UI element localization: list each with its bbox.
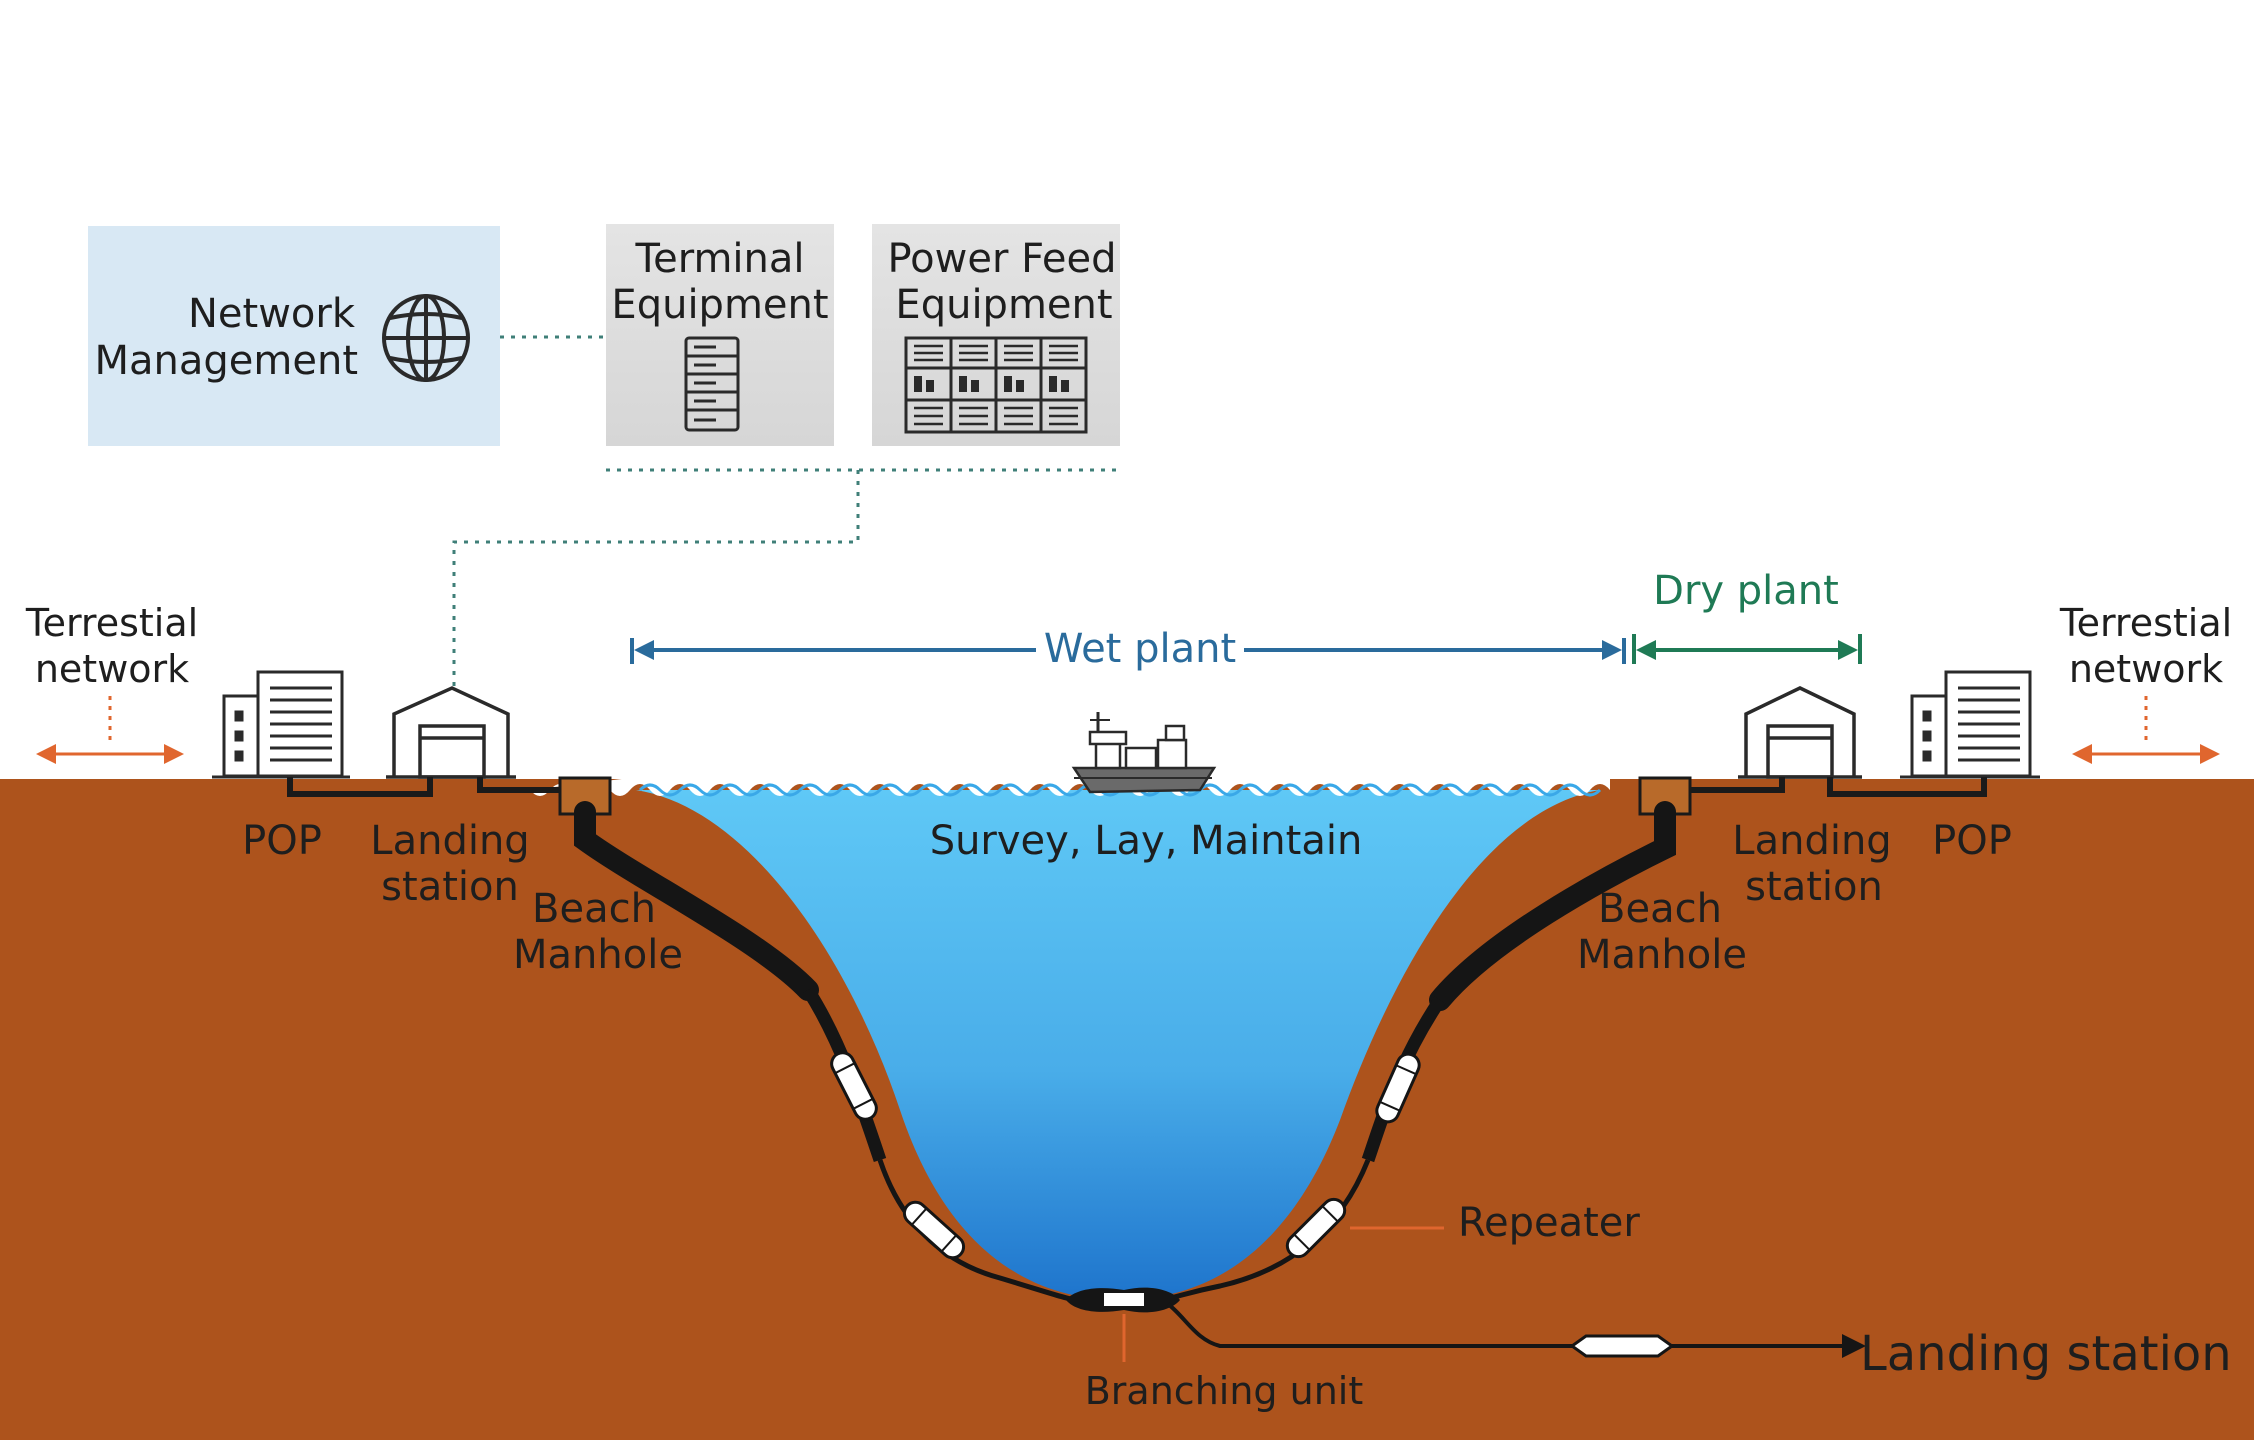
landing-station-right-label-2: station	[1745, 864, 1883, 910]
repeater-capsule-icon	[1285, 1197, 1347, 1259]
equipment-connector	[452, 468, 1120, 688]
repeater-capsule-icon	[1569, 1334, 1675, 1358]
repeater-capsule-icon	[1375, 1052, 1421, 1124]
wet-plant-span	[630, 638, 1626, 664]
office-building-icon	[1900, 670, 2040, 779]
landing-station-left-label-2: station	[381, 864, 519, 910]
server-rack-icon	[684, 336, 740, 432]
network-management-box: Network Management	[88, 226, 500, 446]
terrestrial-left-label-1: Terrestial	[25, 601, 198, 645]
terminal-equipment-box: Terminal Equipment	[606, 224, 834, 446]
power-feed-label-2: Equipment	[895, 282, 1112, 328]
warehouse-icon	[1738, 686, 1862, 779]
wet-plant-label: Wet plant	[1044, 626, 1236, 672]
left-shore-cables	[287, 777, 568, 797]
terrestrial-left-label-2: network	[35, 647, 189, 691]
network-management-label-2: Management	[95, 338, 359, 384]
sea-water	[636, 790, 1600, 1300]
dry-plant-label: Dry plant	[1653, 568, 1839, 614]
terminal-equipment-label-1: Terminal	[634, 236, 804, 282]
cable-branch	[1166, 1302, 1848, 1348]
repeater-label: Repeater	[1458, 1200, 1640, 1246]
branching-unit-label: Branching unit	[1085, 1369, 1364, 1413]
landing-station-left-label-1: Landing	[370, 818, 529, 864]
terrestrial-right-arrow	[2072, 696, 2220, 764]
cable-right-shore	[1429, 801, 1676, 1011]
globe-icon	[382, 294, 470, 382]
power-feed-equipment-box: Power Feed Equipment	[872, 224, 1120, 446]
pop-left-label: POP	[242, 818, 322, 864]
landing-station-right-label-1: Landing	[1732, 818, 1891, 864]
beach-manhole-left-label-1: Beach	[532, 886, 656, 932]
pop-right-label: POP	[1932, 818, 2012, 864]
office-building-icon	[212, 670, 350, 779]
beach-manhole-right-label-1: Beach	[1598, 886, 1722, 932]
branching-unit-icon	[1066, 1287, 1180, 1313]
cable-ship-icon	[1071, 712, 1217, 794]
repeater-capsule-icon	[902, 1200, 966, 1260]
power-feed-label-1: Power Feed	[887, 236, 1116, 282]
dry-plant-span	[1632, 634, 1862, 664]
repeater-capsule-icon	[830, 1051, 878, 1121]
right-shore-cables	[1690, 777, 1987, 797]
landing-station-branch-label: Landing station	[1860, 1326, 2232, 1382]
branch-arrowhead	[1842, 1334, 1866, 1358]
terrestrial-right-label-1: Terrestial	[2059, 601, 2232, 645]
network-management-label-1: Network	[188, 291, 356, 337]
cable-left-deep	[877, 1159, 1077, 1303]
power-rack-icon	[904, 336, 1088, 434]
warehouse-icon	[386, 686, 516, 779]
terrestrial-left-arrow	[36, 696, 184, 764]
cable-right-deep	[1169, 1159, 1371, 1301]
beach-manhole-right-label-2: Manhole	[1577, 932, 1747, 978]
cable-left-shore	[574, 801, 819, 1001]
beach-manhole-left-label-2: Manhole	[513, 932, 683, 978]
terminal-equipment-label-2: Equipment	[611, 282, 828, 328]
survey-lay-maintain-label: Survey, Lay, Maintain	[930, 818, 1363, 864]
terrestrial-right-label-2: network	[2069, 647, 2223, 691]
